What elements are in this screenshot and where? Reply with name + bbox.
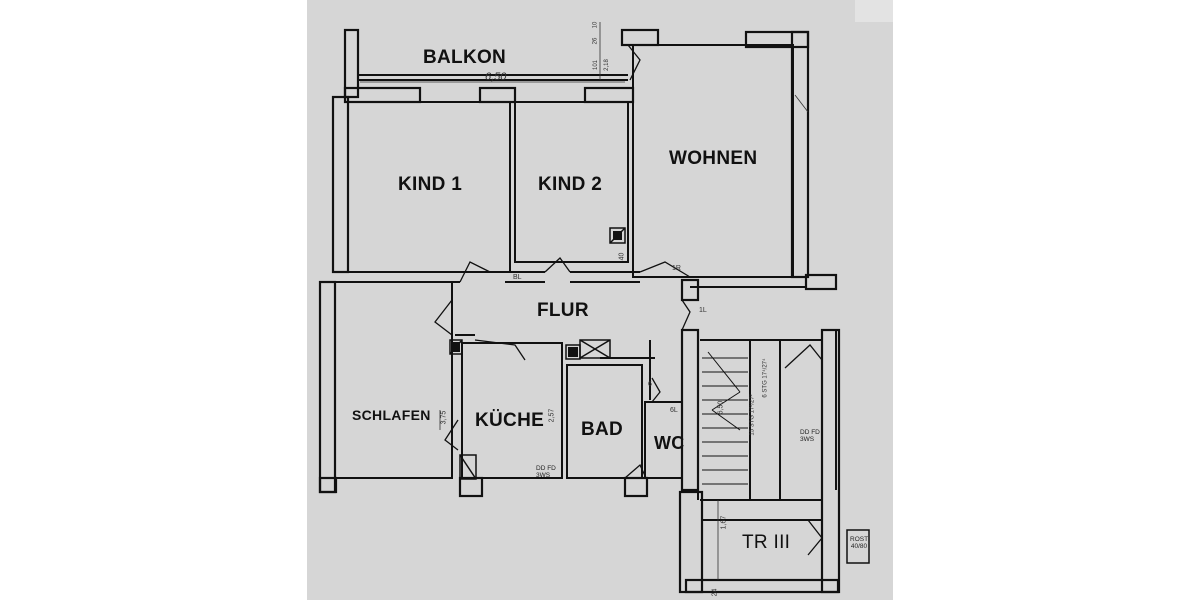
- paper-patch-top-right: [855, 0, 893, 22]
- stair-ddfd: DD FD 3WS: [800, 429, 820, 444]
- door-mark-1l: 1L: [699, 307, 707, 314]
- rost-box: [846, 529, 870, 564]
- rost-label-line2: 40/80: [850, 542, 868, 550]
- rost-label: ROST 40/80: [850, 536, 869, 551]
- stair-ddfd-line1: DD FD: [800, 429, 820, 436]
- mark-6: 6: [648, 381, 652, 388]
- room-label-kind1: KIND 1: [398, 174, 463, 195]
- dim-schlafen: 3,75: [440, 410, 448, 425]
- stair-steps-b: 6 STG 17⁴/27⁴: [762, 358, 769, 398]
- door-mark-1r: 1R: [672, 265, 681, 272]
- room-label-wc: WC: [654, 433, 685, 453]
- dim-balkon-width: 6,50: [485, 71, 507, 83]
- stair-steps-a: 15 STG 17²/27²: [749, 394, 756, 436]
- room-label-bad: BAD: [581, 419, 624, 440]
- stair-treads: [702, 351, 748, 485]
- dim-top-218: 2,18: [603, 59, 610, 71]
- room-label-wohnen: WOHNEN: [669, 148, 758, 169]
- dim-landing: 1,67: [720, 515, 728, 530]
- dim-flur-40: 40: [618, 252, 626, 261]
- door-mark-bl: BL: [513, 274, 522, 281]
- paper-sheet: [307, 0, 893, 600]
- dim-top-26: 26: [592, 37, 599, 45]
- kueche-ddfd-line1: DD FD: [536, 465, 556, 472]
- dim-top-101: 101: [593, 59, 600, 71]
- door-swings: [434, 44, 823, 556]
- room-label-schlafen: SCHLAFEN: [352, 407, 431, 423]
- kueche-ddfd: DD FD 3WS: [536, 465, 556, 480]
- shaft-fill-bad: [568, 347, 578, 357]
- stair-ddfd-line2: 3WS: [800, 435, 815, 443]
- dim-kueche: 2,57: [548, 408, 556, 423]
- dimension-lines: [360, 22, 809, 580]
- shaft-fill-kueche: [452, 342, 460, 352]
- dim-stair-length: 6,50: [717, 400, 725, 415]
- dim-bottom: 24: [711, 588, 719, 597]
- room-label-treppe: TR III: [742, 532, 791, 553]
- door-mark-6l: 6L: [670, 407, 678, 414]
- room-label-flur: FLUR: [537, 300, 589, 321]
- room-label-kind2: KIND 2: [538, 174, 603, 195]
- shaft-fill-kind2: [613, 231, 622, 240]
- room-label-kueche: KÜCHE: [475, 410, 545, 431]
- dim-top-10: 10: [592, 21, 599, 29]
- room-label-balkon: BALKON: [423, 47, 507, 68]
- kueche-ddfd-line2: 3WS: [536, 471, 551, 479]
- rost-label-line1: ROST: [850, 536, 869, 543]
- inner-walls: [334, 44, 837, 521]
